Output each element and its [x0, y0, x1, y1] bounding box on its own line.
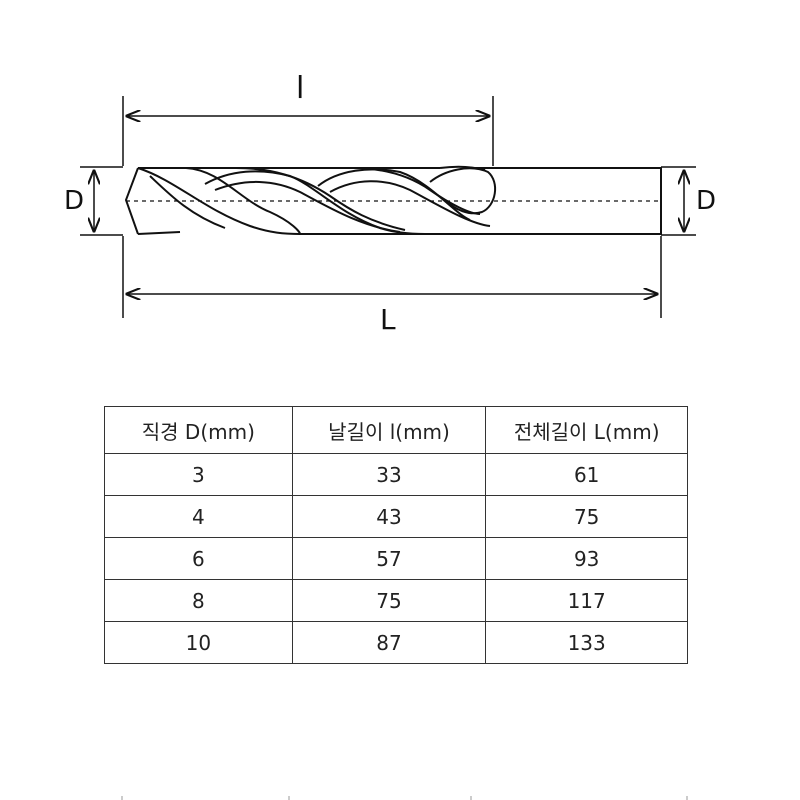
- cell-total-length: 61: [485, 453, 688, 496]
- table-row: 3 33 61: [104, 453, 688, 496]
- cell-total-length: 93: [485, 537, 688, 580]
- diameter-symbol-right: D: [696, 186, 717, 216]
- bottom-edge-marks: [121, 796, 688, 800]
- table-row: 8 75 117: [104, 579, 688, 622]
- diameter-symbol-left: D: [64, 186, 85, 216]
- extension-lines: [80, 96, 696, 318]
- table-row: 10 87 133: [104, 621, 688, 664]
- cell-diameter: 10: [104, 621, 293, 664]
- cell-total-length: 117: [485, 579, 688, 622]
- cell-flute-length: 87: [291, 621, 487, 664]
- table-row: 6 57 93: [104, 537, 688, 580]
- drill-spec-table: 직경 D(mm) 날길이 l(mm) 전체길이 L(mm) 3 33 61 4 …: [104, 406, 688, 664]
- cell-diameter: 6: [104, 537, 293, 580]
- drill-bit-diagram: [80, 96, 696, 318]
- header-flute-length: 날길이 l(mm): [291, 406, 487, 454]
- cell-flute-length: 57: [291, 537, 487, 580]
- cell-flute-length: 43: [291, 495, 487, 538]
- cell-total-length: 133: [485, 621, 688, 664]
- table-row: 4 43 75: [104, 495, 688, 538]
- flute-length-symbol: l: [296, 71, 305, 106]
- header-total-length: 전체길이 L(mm): [485, 406, 688, 454]
- total-length-symbol: L: [380, 303, 396, 336]
- table-header-row: 직경 D(mm) 날길이 l(mm) 전체길이 L(mm): [104, 406, 688, 454]
- cell-total-length: 75: [485, 495, 688, 538]
- cell-diameter: 3: [104, 453, 293, 496]
- cell-flute-length: 33: [291, 453, 487, 496]
- cell-diameter: 4: [104, 495, 293, 538]
- cell-diameter: 8: [104, 579, 293, 622]
- drill-bit: [125, 165, 662, 235]
- cell-flute-length: 75: [291, 579, 487, 622]
- header-diameter: 직경 D(mm): [104, 406, 293, 454]
